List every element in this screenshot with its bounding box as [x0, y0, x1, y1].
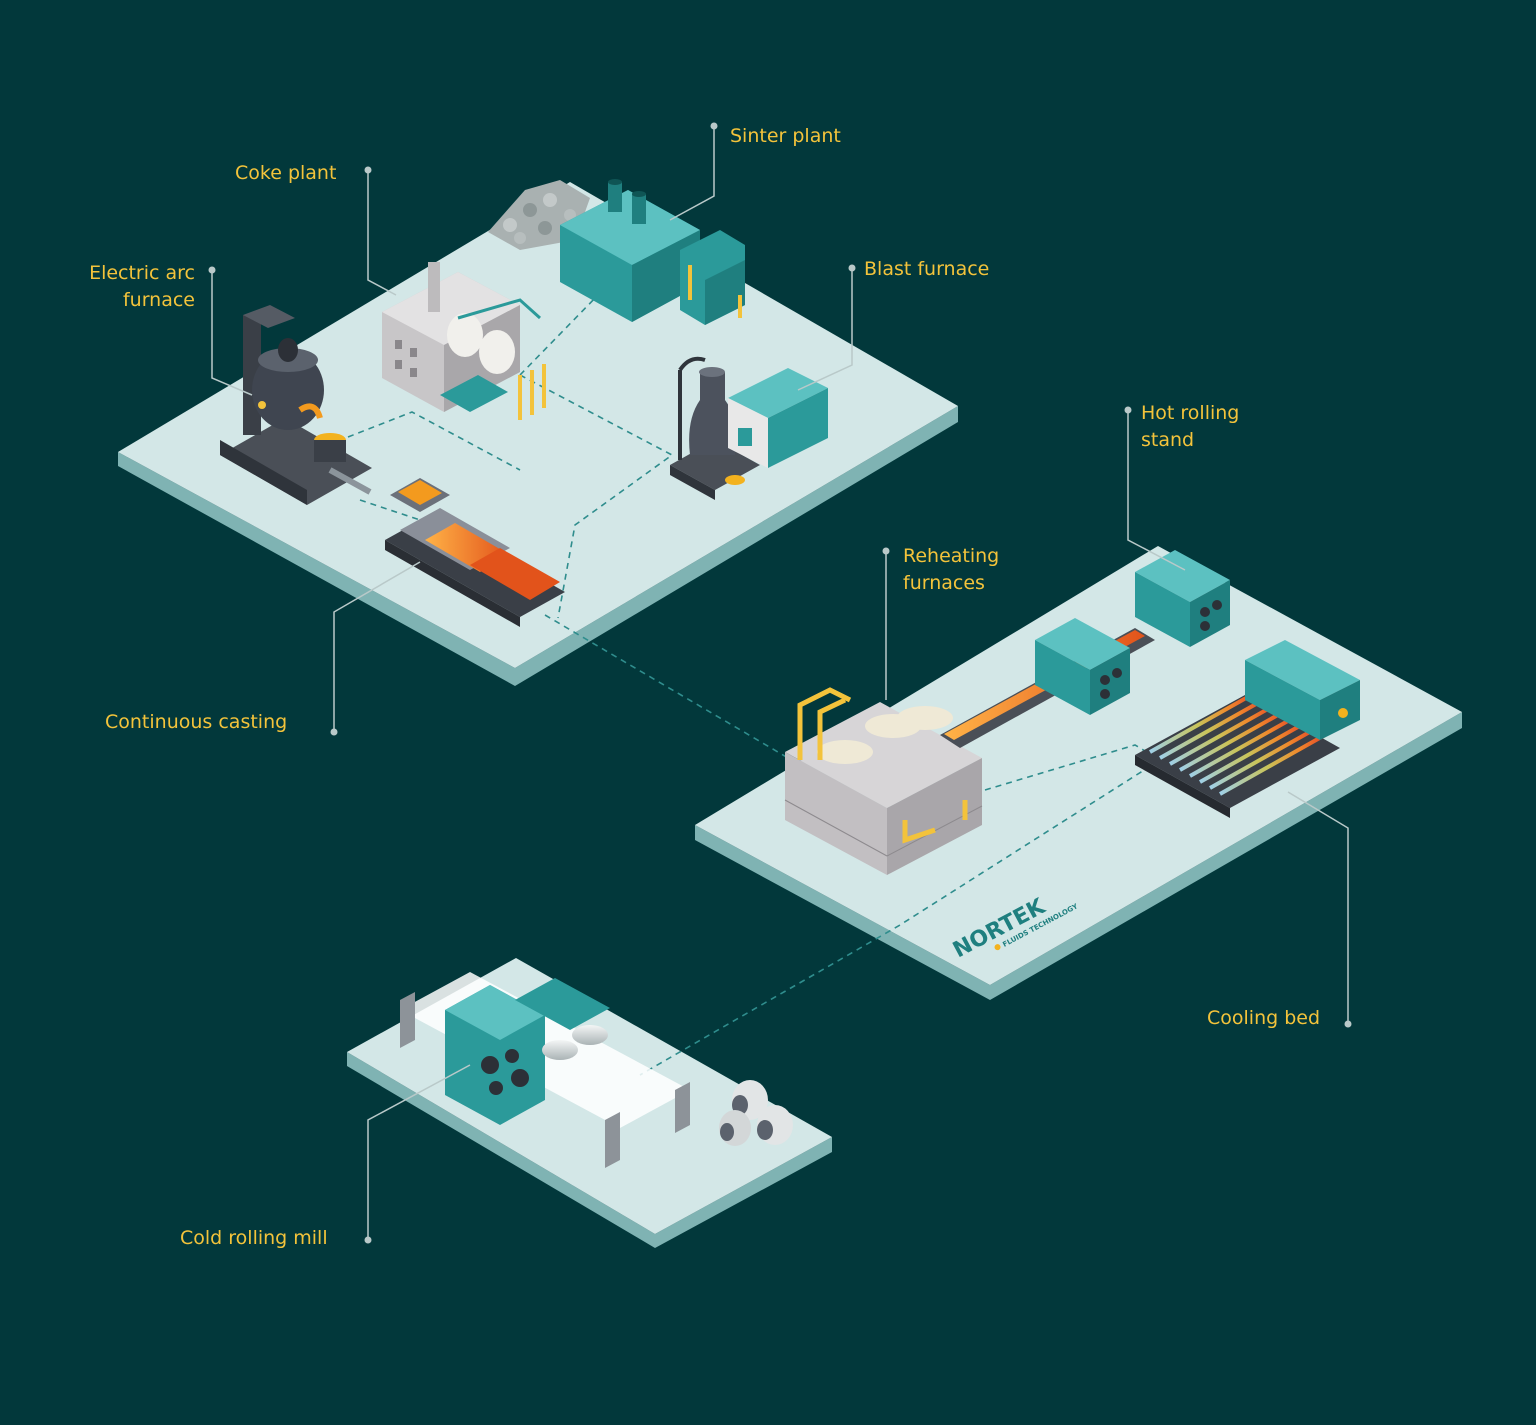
label-hot-rolling-stand: Hot rolling stand — [1141, 400, 1239, 454]
label-continuous-casting: Continuous casting — [105, 711, 288, 733]
label-electric-arc-furnace-line2: furnace — [122, 289, 195, 311]
label-reheating-furnaces-line1: Reheating — [903, 545, 1000, 567]
steel-coils — [719, 1080, 793, 1146]
platform-steelmaking — [118, 182, 958, 686]
label-sinter-plant: Sinter plant — [730, 125, 841, 147]
platform-edge — [347, 1052, 832, 1248]
platform-edge — [118, 406, 958, 686]
label-hot-rolling-stand-line2: stand — [1141, 429, 1195, 451]
label-blast-furnace: Blast furnace — [864, 258, 990, 280]
continuous-casting-illustration — [385, 478, 565, 627]
label-reheating-furnaces-line2: furnaces — [903, 572, 985, 594]
label-hot-rolling-stand-line1: Hot rolling — [1141, 402, 1240, 424]
label-reheating-furnaces: Reheating furnaces — [903, 543, 999, 597]
rolling-stand-1 — [1035, 618, 1130, 715]
rolling-stand-2 — [1135, 550, 1230, 647]
cooling-bed-illustration — [1135, 640, 1360, 818]
electric-arc-furnace-illustration — [220, 305, 372, 505]
platform-top — [118, 182, 958, 668]
label-cold-rolling-mill: Cold rolling mill — [180, 1227, 328, 1249]
label-coke-plant: Coke plant — [235, 162, 337, 184]
sinter-plant-illustration — [488, 179, 745, 325]
label-electric-arc-furnace-line1: Electric arc — [89, 262, 195, 284]
label-electric-arc-furnace: Electric arc furnace — [60, 260, 195, 314]
label-cooling-bed: Cooling bed — [1207, 1007, 1321, 1029]
platform-edge — [695, 712, 1462, 1000]
hot-rolling-stands-illustration — [1035, 550, 1230, 715]
blast-furnace-illustration — [670, 356, 828, 500]
leader-lines — [208, 122, 1352, 1244]
cold-rolling-mill-illustration — [400, 972, 793, 1168]
coke-plant-illustration — [382, 262, 546, 420]
logo-drop-icon — [994, 944, 1001, 951]
